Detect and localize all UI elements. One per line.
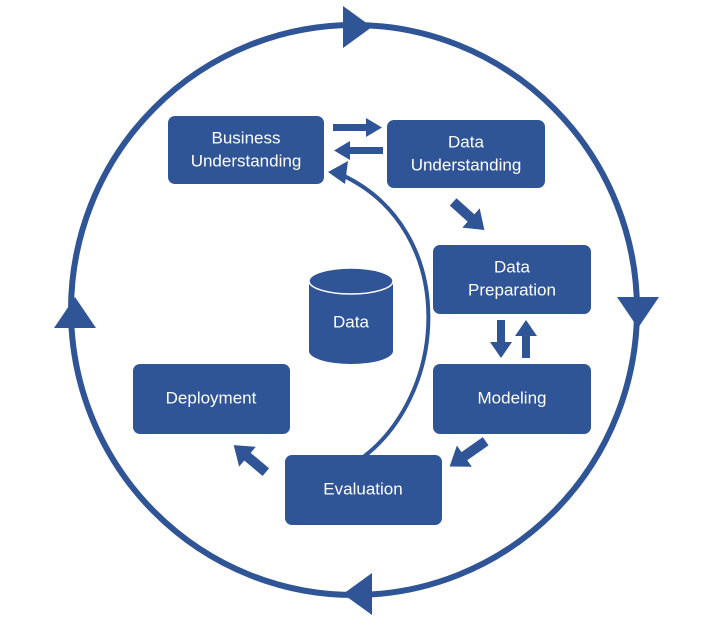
- understanding-to-preparation-arrow: [449, 198, 485, 231]
- ring-arrow-right-icon: [617, 297, 659, 328]
- modeling-node: Modeling: [433, 364, 591, 434]
- data-understanding-label-line2: Understanding: [411, 155, 522, 174]
- business-understanding-label-line1: Business: [212, 128, 281, 147]
- evaluation-to-deployment-arrow: [233, 445, 270, 476]
- business-understanding-label-line2: Understanding: [191, 151, 302, 170]
- data-store-label: Data: [333, 312, 369, 331]
- data-preparation-label-line2: Preparation: [468, 280, 556, 299]
- modeling-to-evaluation-arrow: [449, 437, 489, 467]
- business-understanding-node: Business Understanding: [168, 116, 324, 184]
- deployment-node: Deployment: [133, 364, 290, 434]
- ring-arrow-left-icon: [54, 297, 96, 328]
- ring-arrow-top-icon: [343, 6, 372, 48]
- data-understanding-label-line1: Data: [448, 132, 484, 151]
- preparation-modeling-arrows: [490, 320, 537, 358]
- business-data-understanding-arrows: [333, 118, 383, 160]
- evaluation-to-business-arc: [341, 173, 431, 465]
- data-preparation-node: Data Preparation: [433, 245, 591, 314]
- evaluation-node: Evaluation: [285, 455, 442, 525]
- feedback-arrowhead-icon: [328, 161, 348, 184]
- data-understanding-node: Data Understanding: [387, 120, 545, 188]
- ring-arrow-bottom-icon: [343, 573, 372, 615]
- data-preparation-label-line1: Data: [494, 257, 530, 276]
- modeling-label: Modeling: [478, 388, 547, 407]
- data-store-cylinder: Data: [308, 267, 394, 364]
- evaluation-label: Evaluation: [323, 479, 402, 498]
- deployment-label: Deployment: [166, 388, 257, 407]
